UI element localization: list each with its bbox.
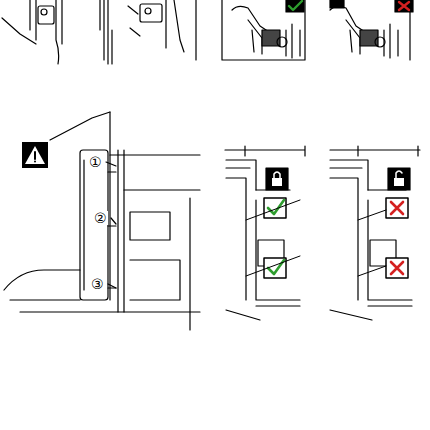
- leader-line: [106, 162, 116, 166]
- warning-icon: [22, 142, 48, 168]
- callout-number: ①: [88, 155, 103, 169]
- top-middle-view: [222, 0, 305, 60]
- latch-unlocked: [330, 146, 420, 320]
- leader-line: [108, 284, 116, 288]
- latch-locked: [225, 146, 305, 320]
- top-left-view: [2, 0, 196, 64]
- callout-number: ②: [93, 211, 108, 225]
- vehicle-rear: [4, 112, 200, 330]
- top-right-view: [330, 0, 413, 60]
- leader-line: [111, 218, 116, 224]
- callout-number: ③: [90, 277, 105, 291]
